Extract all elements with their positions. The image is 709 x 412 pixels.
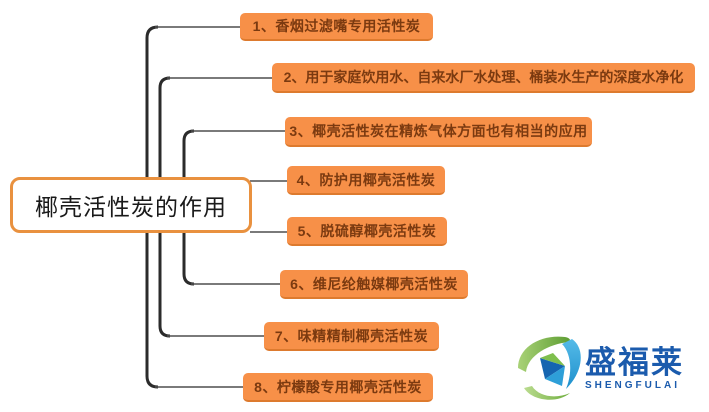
brand-logo: 盛福莱 SHENGFULAI (513, 329, 705, 409)
branch-node-3: 3、椰壳活性炭在精炼气体方面也有相当的应用 (285, 117, 592, 147)
branch-node-5: 5、脱硫醇椰壳活性炭 (287, 217, 447, 246)
branch-node-4: 4、防护用椰壳活性炭 (287, 166, 445, 195)
branch-node-2: 2、用于家庭饮用水、自来水厂水处理、桶装水生产的深度水净化 (272, 63, 695, 93)
branch-node-7: 7、味精精制椰壳活性炭 (264, 322, 439, 351)
root-topic: 椰壳活性炭的作用 (10, 177, 252, 233)
branch-node-8: 8、柠檬酸专用椰壳活性炭 (243, 373, 433, 402)
brand-name-en: SHENGFULAI (585, 380, 680, 392)
branch-node-1: 1、香烟过滤嘴专用活性炭 (240, 13, 433, 41)
logo-swirl-icon (518, 336, 581, 400)
brand-name-cn: 盛福莱 (585, 344, 684, 380)
branch-node-6: 6、维尼纶触媒椰壳活性炭 (280, 270, 468, 299)
